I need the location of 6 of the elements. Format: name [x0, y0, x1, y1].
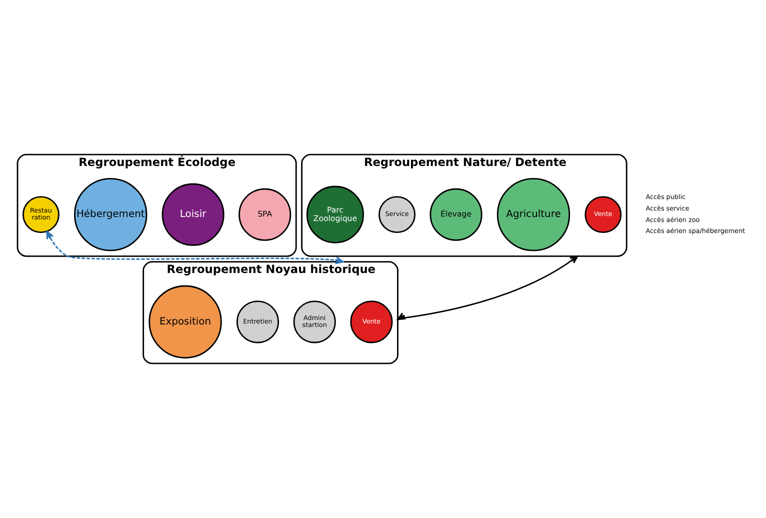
- node-circle: Loisir: [162, 183, 224, 246]
- node-circle: Hébergement: [74, 178, 148, 252]
- node-circle: Exposition: [148, 285, 222, 358]
- arrow: [46, 230, 344, 264]
- node-circle: Agriculture: [496, 178, 570, 252]
- arrow: [397, 255, 578, 320]
